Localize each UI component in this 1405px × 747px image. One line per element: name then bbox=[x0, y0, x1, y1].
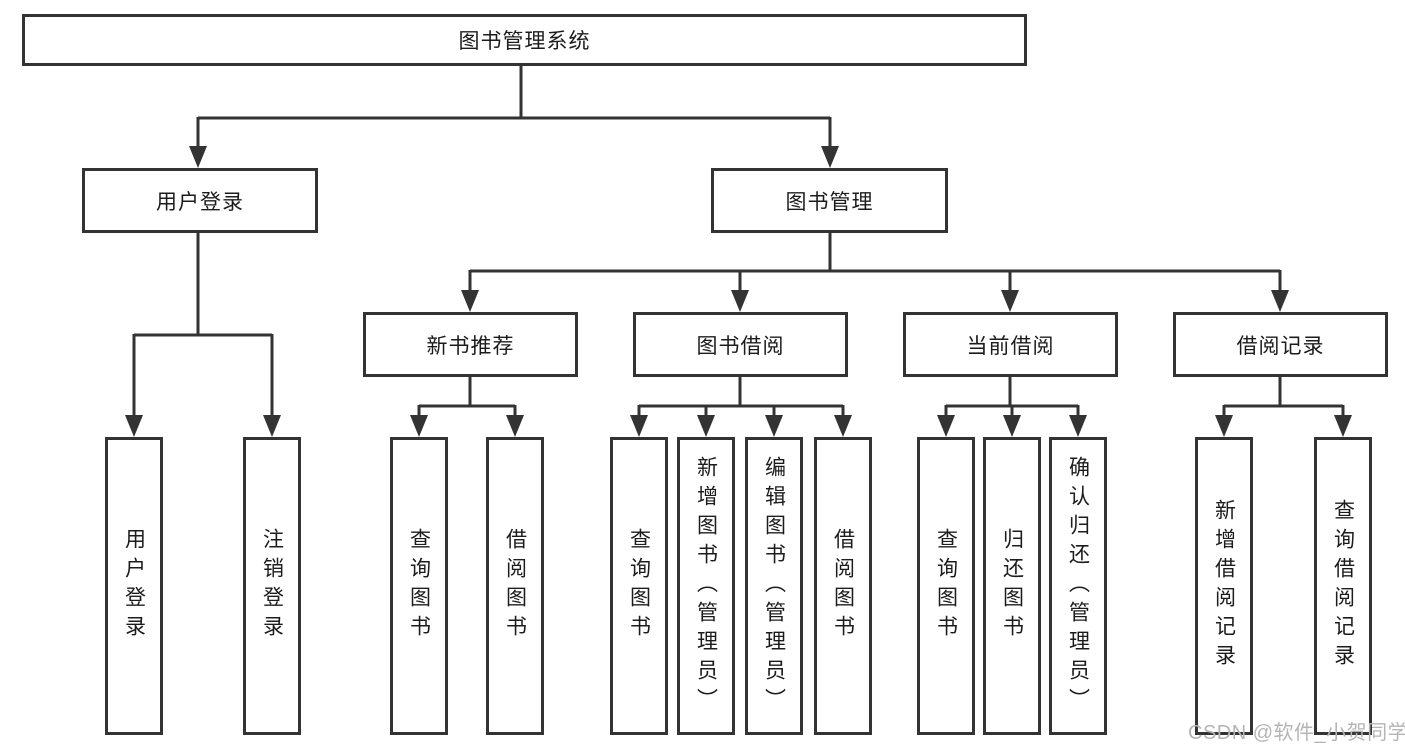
leaf-label: 确认归还（管理员） bbox=[1066, 455, 1090, 717]
leaf-label: 查询图书 bbox=[627, 528, 651, 644]
arrow-down-icon bbox=[506, 415, 524, 437]
leaf-nbr-borrow-books: 借阅图书 bbox=[486, 437, 544, 735]
leaf-logout: 注销登录 bbox=[243, 437, 301, 735]
node-label: 用户登录 bbox=[156, 190, 244, 214]
leaf-label: 借阅图书 bbox=[831, 528, 855, 644]
node-book-borrowing: 图书借阅 bbox=[633, 312, 848, 377]
arrow-down-icon bbox=[697, 415, 715, 437]
leaf-bb-query-books: 查询图书 bbox=[610, 437, 668, 735]
arrow-down-icon bbox=[263, 415, 281, 437]
arrow-down-icon bbox=[834, 415, 852, 437]
node-label: 图书借阅 bbox=[696, 334, 785, 358]
leaf-label: 查询图书 bbox=[934, 528, 958, 644]
arrow-down-icon bbox=[937, 415, 955, 437]
leaf-nbr-query-books: 查询图书 bbox=[390, 437, 448, 735]
leaf-bb-borrow-books: 借阅图书 bbox=[814, 437, 872, 735]
node-current-borrowing: 当前借阅 bbox=[903, 312, 1118, 377]
arrow-down-icon bbox=[821, 146, 839, 168]
arrow-down-icon bbox=[125, 415, 143, 437]
arrow-down-icon bbox=[1069, 415, 1087, 437]
node-user-login: 用户登录 bbox=[82, 168, 318, 233]
arrow-down-icon bbox=[189, 146, 207, 168]
arrow-down-icon bbox=[765, 415, 783, 437]
csdn-watermark: CSDN @软件_小贺同学 bbox=[1188, 722, 1405, 744]
node-borrowing-records: 借阅记录 bbox=[1173, 312, 1388, 377]
leaf-bb-add-books-admin: 新增图书（管理员） bbox=[677, 437, 735, 735]
leaf-label: 注销登录 bbox=[260, 528, 284, 644]
node-label: 借阅记录 bbox=[1236, 334, 1325, 358]
leaf-cb-confirm-return-admin: 确认归还（管理员） bbox=[1049, 437, 1107, 735]
arrow-down-icon bbox=[1001, 290, 1019, 312]
node-library-management-system: 图书管理系统 bbox=[22, 14, 1027, 66]
leaf-label: 用户登录 bbox=[122, 528, 146, 644]
node-label: 图书管理系统 bbox=[458, 30, 591, 53]
leaf-user-login: 用户登录 bbox=[105, 437, 163, 735]
arrow-down-icon bbox=[1334, 415, 1352, 437]
leaf-label: 归还图书 bbox=[1000, 528, 1024, 644]
arrow-down-icon bbox=[1003, 415, 1021, 437]
arrow-down-icon bbox=[410, 415, 428, 437]
leaf-br-query-borrow-record: 查询借阅记录 bbox=[1314, 437, 1372, 735]
node-new-book-recommendation: 新书推荐 bbox=[363, 312, 578, 377]
arrow-down-icon bbox=[461, 290, 479, 312]
leaf-label: 新增借阅记录 bbox=[1212, 499, 1236, 673]
arrow-down-icon bbox=[731, 290, 749, 312]
arrow-down-icon bbox=[1215, 415, 1233, 437]
node-label: 新书推荐 bbox=[426, 334, 515, 358]
leaf-label: 新增图书（管理员） bbox=[694, 455, 718, 717]
node-label: 图书管理 bbox=[785, 190, 874, 214]
leaf-label: 查询借阅记录 bbox=[1331, 499, 1355, 673]
leaf-bb-edit-books-admin: 编辑图书（管理员） bbox=[745, 437, 803, 735]
node-label: 当前借阅 bbox=[966, 334, 1055, 358]
leaf-label: 借阅图书 bbox=[503, 528, 527, 644]
leaf-label: 查询图书 bbox=[407, 528, 431, 644]
arrowhead-icons bbox=[125, 146, 1352, 437]
arrow-down-icon bbox=[630, 415, 648, 437]
leaf-label: 编辑图书（管理员） bbox=[762, 455, 786, 717]
leaf-cb-return-books: 归还图书 bbox=[983, 437, 1041, 735]
leaf-br-add-borrow-record: 新增借阅记录 bbox=[1195, 437, 1253, 735]
leaf-cb-query-books: 查询图书 bbox=[917, 437, 975, 735]
arrow-down-icon bbox=[1271, 290, 1289, 312]
node-book-management: 图书管理 bbox=[711, 168, 948, 233]
